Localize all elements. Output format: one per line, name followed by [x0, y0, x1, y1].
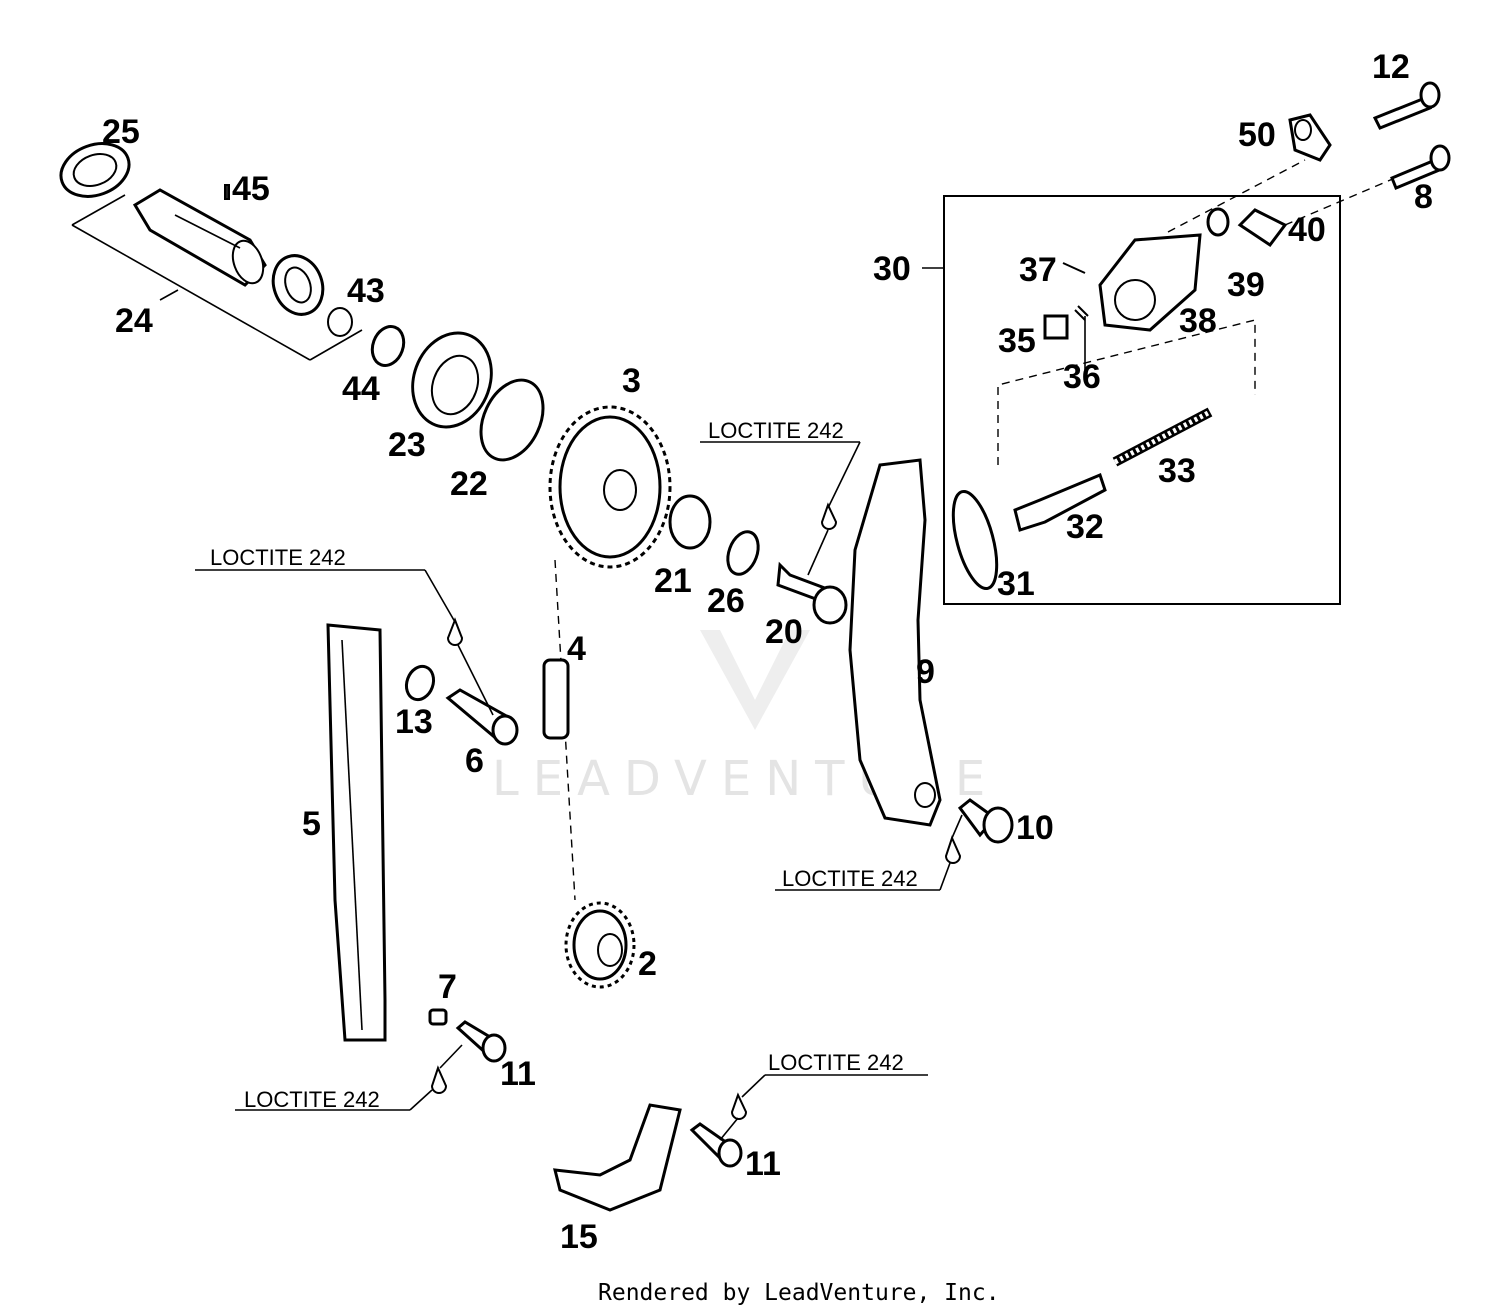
tensioner-rail-9 — [848, 458, 942, 827]
label-5: 5 — [302, 805, 321, 843]
label-32: 32 — [1066, 508, 1104, 546]
label-3: 3 — [622, 362, 641, 400]
label-13: 13 — [395, 703, 433, 741]
guide-rail-5 — [326, 623, 387, 1042]
loctite-note-top: LOCTITE 242 — [708, 418, 844, 443]
circlip-22 — [479, 378, 545, 462]
label-11-left: 11 — [500, 1055, 536, 1093]
label-33: 33 — [1158, 452, 1196, 490]
label-7: 7 — [438, 968, 457, 1006]
label-31: 31 — [997, 565, 1035, 603]
label-21: 21 — [654, 562, 692, 600]
loctite-drops — [430, 502, 962, 1120]
label-20: 20 — [765, 613, 803, 651]
washer-21 — [668, 494, 712, 550]
bolt-12 — [1372, 81, 1441, 130]
camshaft-hub — [271, 254, 325, 316]
crank-sprocket-2 — [564, 901, 636, 989]
footer-credit: Rendered by LeadVenture, Inc. — [598, 1280, 1000, 1306]
label-23: 23 — [388, 426, 426, 464]
bolt-20 — [776, 561, 848, 625]
label-43: 43 — [347, 272, 385, 310]
label-39: 39 — [1227, 266, 1265, 304]
label-36: 36 — [1063, 358, 1101, 396]
label-10: 10 — [1016, 809, 1054, 847]
label-38: 38 — [1179, 302, 1217, 340]
loctite-note-left: LOCTITE 242 — [210, 545, 346, 570]
ring-44 — [370, 325, 406, 367]
label-6: 6 — [465, 742, 484, 780]
label-12: 12 — [1372, 48, 1410, 86]
ball-bearing-23 — [411, 331, 493, 429]
loctite-notes: LOCTITE 242 LOCTITE 242 LOCTITE 242 LOCT… — [210, 418, 918, 1112]
label-25: 25 — [102, 113, 140, 151]
leader-lines — [195, 441, 963, 1141]
cam-sprocket-3 — [548, 405, 672, 569]
label-2: 2 — [638, 945, 657, 983]
tensioner-assembly-30 — [922, 159, 1396, 605]
label-9: 9 — [916, 653, 935, 691]
clip-7 — [428, 1008, 448, 1026]
chain-links-4 — [542, 658, 570, 740]
label-26: 26 — [707, 582, 745, 620]
pin-45 — [224, 184, 230, 200]
label-22: 22 — [450, 465, 488, 503]
bolt-11-left — [455, 1020, 507, 1063]
label-24: 24 — [115, 302, 153, 340]
bolt-11-right — [689, 1122, 743, 1168]
washer-13 — [404, 664, 436, 702]
label-15: 15 — [560, 1218, 598, 1256]
label-40: 40 — [1288, 211, 1326, 249]
label-50: 50 — [1238, 116, 1276, 154]
chain-guide-15 — [553, 1103, 682, 1212]
clamp-50 — [1288, 113, 1332, 162]
loctite-note-bottom-right: LOCTITE 242 — [768, 1050, 904, 1075]
pin-6 — [445, 688, 519, 746]
needle-bearing-25 — [59, 142, 131, 198]
bolt-8 — [1390, 144, 1451, 190]
label-45: 45 — [232, 170, 270, 208]
part-number-labels: 25 45 43 24 44 23 22 3 21 26 20 4 13 6 5… — [102, 48, 1433, 1256]
loctite-note-right: LOCTITE 242 — [782, 866, 918, 891]
ring-26 — [726, 530, 760, 576]
label-37: 37 — [1019, 251, 1057, 289]
loctite-note-bottom-left: LOCTITE 242 — [244, 1087, 380, 1112]
label-4: 4 — [567, 630, 586, 668]
camshaft-24 — [71, 188, 363, 361]
label-8: 8 — [1414, 178, 1433, 216]
label-35: 35 — [998, 322, 1036, 360]
label-44: 44 — [342, 370, 380, 408]
o-ring-43 — [327, 307, 353, 337]
bolt-10 — [957, 798, 1014, 844]
label-30: 30 — [873, 250, 911, 288]
label-11-right: 11 — [745, 1145, 781, 1183]
